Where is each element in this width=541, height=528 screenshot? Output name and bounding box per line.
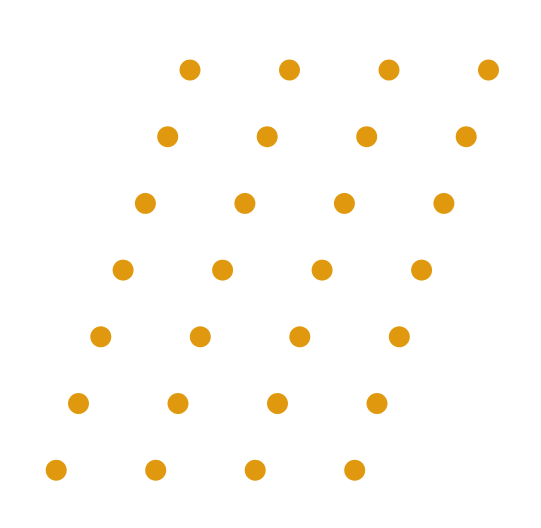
dot-r6-c1	[68, 393, 89, 414]
dot-r3-c2	[234, 192, 256, 214]
dot-r2-c2	[256, 126, 278, 148]
dot-r2-c3	[356, 126, 378, 148]
dot-r3-c1	[134, 192, 156, 214]
dot-r7-c3	[244, 459, 266, 481]
dot-r7-c1	[45, 459, 67, 481]
dot-r1-c4	[478, 59, 499, 81]
dot-r6-c3	[267, 393, 288, 414]
dot-r6-c4	[366, 393, 388, 414]
dot-r3-c4	[433, 192, 455, 214]
dot-r1-c1	[179, 59, 201, 81]
dot-r1-c3	[378, 59, 400, 81]
dot-r1-c2	[279, 59, 300, 81]
dot-r4-c4	[411, 259, 433, 281]
dot-r4-c1	[112, 259, 134, 281]
dot-r4-c3	[311, 259, 333, 281]
dot-r4-c2	[212, 259, 234, 281]
dot-r6-c2	[167, 393, 189, 414]
dot-r7-c4	[344, 459, 366, 481]
dot-r5-c2	[189, 326, 211, 348]
dot-r5-c1	[90, 326, 112, 348]
dot-r5-c3	[289, 326, 311, 348]
dot-r5-c4	[388, 326, 410, 348]
dot-r2-c4	[455, 126, 477, 148]
dot-r2-c1	[157, 126, 179, 148]
dot-r7-c2	[145, 459, 167, 481]
dot-r3-c3	[333, 192, 355, 214]
